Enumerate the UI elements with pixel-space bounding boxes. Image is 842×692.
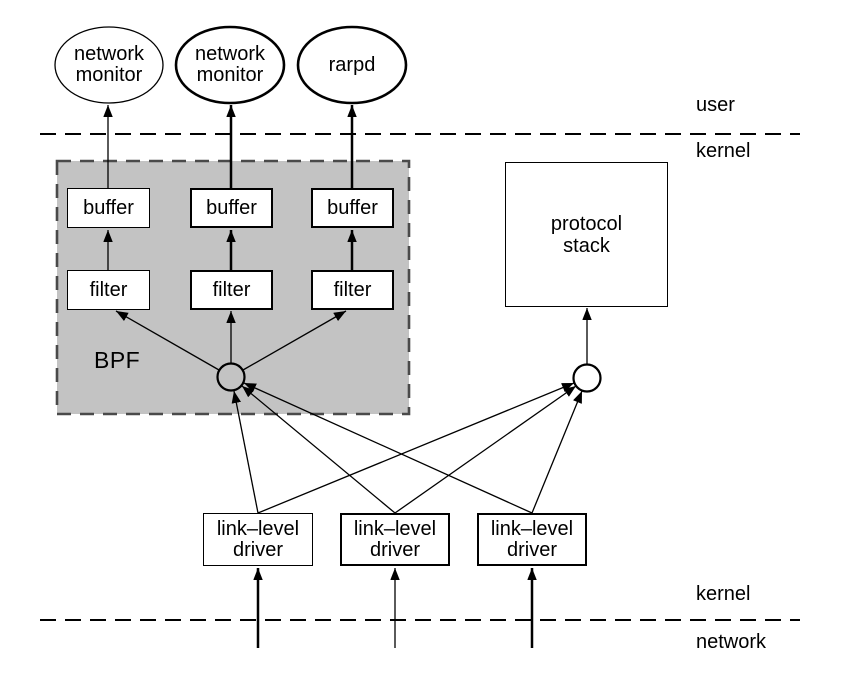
driver-box-3: link–level driver — [477, 513, 587, 566]
filter-box-2: filter — [190, 270, 273, 310]
buffer-box-3: buffer — [311, 188, 394, 228]
arrow-driver3-to-stack-tap — [531, 390, 583, 514]
arrow-driver2-to-bpf-tap — [241, 385, 396, 514]
arrow-driver1-to-bpf-tap — [231, 390, 259, 514]
driver-box-2: link–level driver — [340, 513, 450, 566]
filter-box-3: filter — [311, 270, 394, 310]
bpf-tap-circle — [216, 362, 246, 392]
arrow-driver1-to-stack-tap — [257, 382, 575, 514]
buffer-box-1: buffer — [67, 188, 150, 228]
buffer-box-2: buffer — [190, 188, 273, 228]
arrow-tap-to-filter3 — [242, 310, 347, 371]
driver-box-1: link–level driver — [203, 513, 313, 566]
stack-tap-circle — [572, 363, 602, 393]
user-space-label: user — [696, 94, 735, 116]
process-label-monitor-1: network monitor — [73, 43, 145, 86]
arrow-driver3-to-bpf-tap — [243, 382, 533, 514]
bpf-region-label: BPF — [94, 347, 141, 373]
kernel-space-label-top: kernel — [696, 140, 751, 162]
kernel-space-label-bottom: kernel — [696, 583, 751, 605]
network-label: network — [696, 631, 767, 653]
process-ellipse-monitor-2 — [174, 25, 286, 105]
arrow-tap-to-filter1 — [115, 310, 220, 371]
process-label-rarpd: rarpd — [328, 53, 376, 76]
process-ellipse-rarpd — [296, 25, 408, 105]
process-ellipse-monitor-1 — [54, 26, 164, 104]
process-label-monitor-2: network monitor — [194, 43, 266, 86]
arrow-driver2-to-stack-tap — [394, 385, 577, 514]
filter-box-1: filter — [67, 270, 150, 310]
protocol-stack-box: protocol stack — [505, 162, 668, 307]
